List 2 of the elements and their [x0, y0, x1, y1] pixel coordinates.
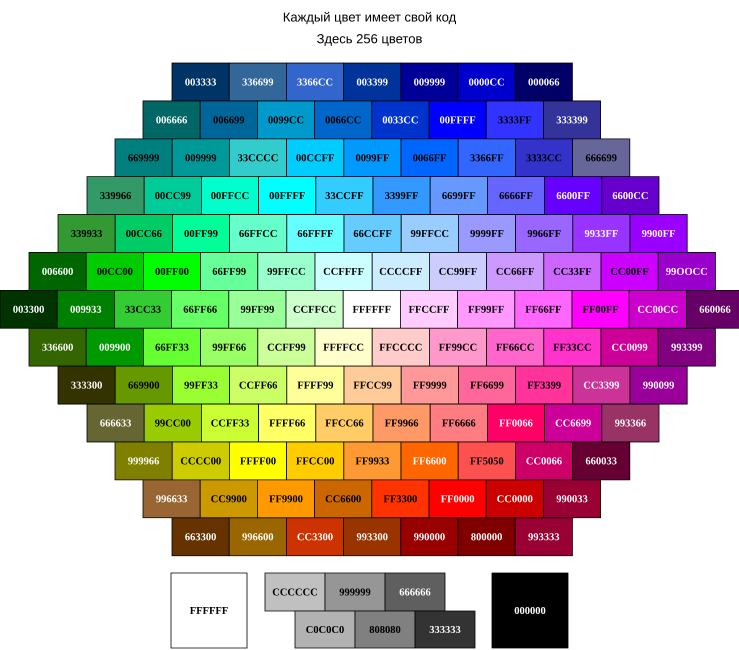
title: Каждый цвет имеет свой код: [284, 12, 456, 24]
subtitle: Здесь 256 цветов: [317, 34, 422, 46]
